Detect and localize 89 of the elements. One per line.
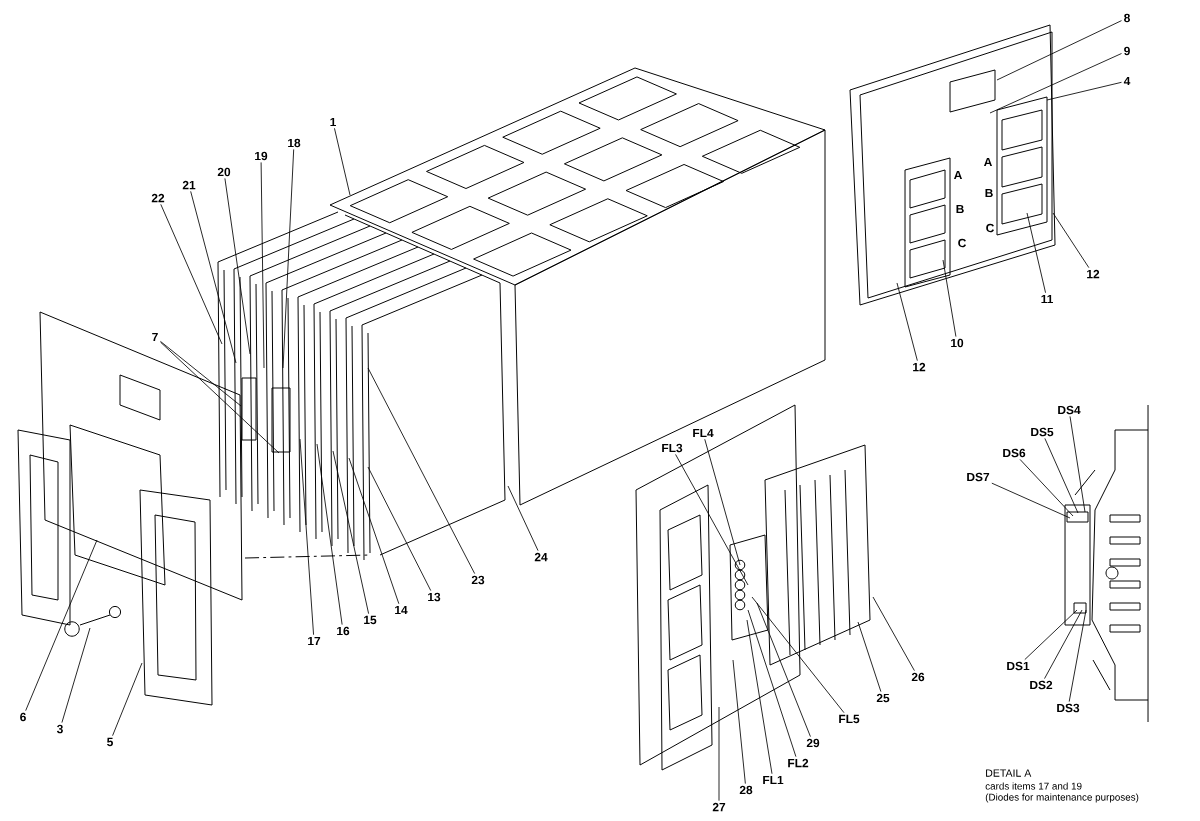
leader-line <box>1024 609 1078 660</box>
leader-line <box>190 190 237 364</box>
leader-line <box>112 662 143 737</box>
leader-line <box>747 609 797 758</box>
leader-line <box>675 454 749 586</box>
callout-number: DS5 <box>1031 427 1054 437</box>
callout-number: 12 <box>1087 269 1100 279</box>
callout-number: 9 <box>1124 46 1130 56</box>
connector-letter: C <box>958 238 966 248</box>
callout-number: 29 <box>806 738 820 748</box>
callout-number: 21 <box>182 180 196 190</box>
callout-number: 17 <box>308 636 321 646</box>
connector-letter: B <box>985 188 993 198</box>
leader-line <box>732 659 746 784</box>
leader-line <box>367 466 432 591</box>
leader-line <box>348 457 400 605</box>
callout-number: DS2 <box>1030 680 1053 690</box>
leader-line <box>507 485 539 552</box>
connector-letter: B <box>956 204 964 214</box>
callout-number: DS6 <box>1003 448 1026 458</box>
callout-number: FL1 <box>763 775 784 785</box>
leader-line <box>756 602 811 737</box>
leader-line <box>282 149 295 369</box>
connector-letter: C <box>986 223 994 233</box>
callout-number: FL2 <box>788 758 809 768</box>
callout-number: 7 <box>152 332 158 342</box>
leader-line <box>718 706 720 802</box>
cabinet-drawing <box>217 67 826 561</box>
leader-line <box>334 127 351 196</box>
callout-number: 8 <box>1124 13 1130 23</box>
leader-line <box>1052 212 1090 269</box>
callout-number: 10 <box>951 338 964 348</box>
connector-panel-drawing <box>849 24 1056 306</box>
leader-line <box>1044 609 1083 679</box>
leader-line <box>316 443 343 625</box>
leader-line <box>160 341 280 454</box>
callout-number: DS3 <box>1057 703 1080 713</box>
leader-line <box>25 539 98 711</box>
leader-line <box>160 203 223 345</box>
leader-line <box>751 596 845 714</box>
leader-line <box>332 450 370 615</box>
leader-line <box>61 627 91 723</box>
leader-line <box>367 367 476 574</box>
leader-line <box>996 20 1122 81</box>
callout-number: 16 <box>337 626 350 636</box>
caption-text: (Diodes for maintenance purposes) <box>985 793 1139 803</box>
leader-line <box>942 259 957 337</box>
leader-line <box>989 53 1122 114</box>
leader-line <box>1069 416 1086 513</box>
callout-number: 13 <box>428 592 441 602</box>
leader-line <box>1046 81 1122 101</box>
callout-number: 3 <box>56 724 63 734</box>
callout-number: DS4 <box>1058 405 1081 415</box>
callout-number: 23 <box>471 575 485 585</box>
connector-letter: A <box>984 157 992 167</box>
callout-number: 26 <box>911 672 925 682</box>
callout-number: 6 <box>20 712 26 722</box>
callout-number: 22 <box>151 193 165 203</box>
leader-line <box>160 341 242 407</box>
callout-number: DS7 <box>967 472 990 482</box>
callout-number: FL5 <box>839 714 860 724</box>
leader-line <box>224 178 251 355</box>
leader-line <box>896 282 918 362</box>
callout-number: DS1 <box>1007 661 1030 671</box>
front-panel-drawing <box>17 311 243 706</box>
leader-line <box>857 621 882 692</box>
leader-line <box>746 619 773 775</box>
leader-line <box>704 438 741 566</box>
callout-number: 15 <box>364 615 377 625</box>
leader-line <box>872 596 915 671</box>
callout-number: 12 <box>913 362 926 372</box>
leader-line <box>260 162 265 369</box>
callout-number: 4 <box>1123 76 1131 86</box>
callout-number: 5 <box>107 737 113 747</box>
callout-number: 27 <box>712 802 726 812</box>
leader-line <box>299 438 314 636</box>
connector-letter: A <box>954 170 962 180</box>
filter-unit-drawing <box>635 404 871 771</box>
leader-line <box>1026 212 1046 294</box>
callout-number: 11 <box>1041 294 1053 304</box>
detail-heading: DETAIL A <box>986 769 1032 777</box>
leader-line <box>1019 459 1074 517</box>
callout-number: 25 <box>876 693 890 703</box>
caption-text: cards items 17 and 19 <box>985 782 1082 790</box>
leader-line <box>991 482 1071 519</box>
leader-line <box>1044 438 1079 514</box>
leader-line <box>1068 609 1087 702</box>
callout-number: 14 <box>395 605 408 615</box>
callout-number: 28 <box>739 785 753 795</box>
